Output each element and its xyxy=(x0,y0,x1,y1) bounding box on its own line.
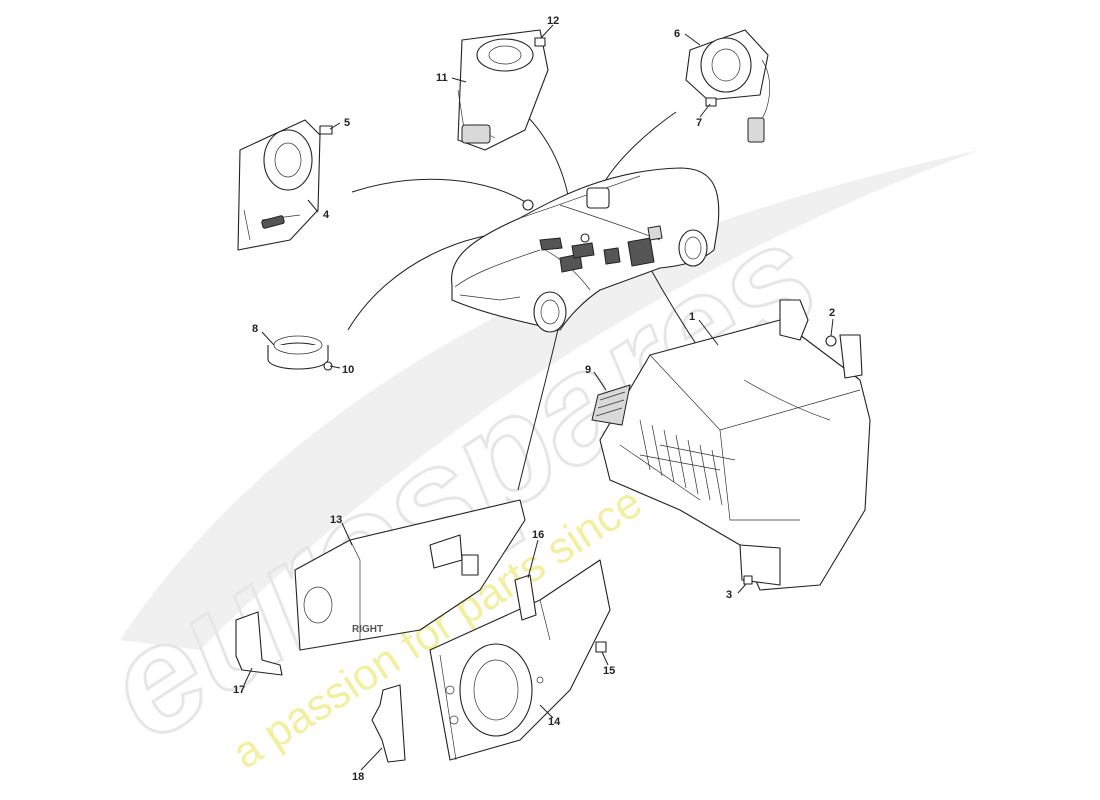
part-18-bracket xyxy=(371,684,406,763)
callout-9: 9 xyxy=(585,364,591,376)
part-13-rear-enclosure: RIGHT xyxy=(294,499,526,651)
part-14-woofer-enclosure xyxy=(429,559,611,761)
part-1-amplifier-housing xyxy=(599,299,871,591)
callout-8: 8 xyxy=(252,323,258,335)
part-3-bolt xyxy=(743,575,753,585)
callout-18: 18 xyxy=(352,771,364,783)
part-16-bracket xyxy=(514,574,537,621)
callout-labels: 1 2 3 4 5 6 7 8 9 10 11 12 13 14 15 16 1… xyxy=(233,15,835,783)
part-5-screw xyxy=(319,125,333,135)
part-6-door-speaker xyxy=(685,29,770,143)
callout-2: 2 xyxy=(829,307,835,319)
amplifier-fins xyxy=(639,419,723,506)
part-2-grommet xyxy=(825,335,837,347)
callout-leaders xyxy=(243,24,834,771)
callout-12: 12 xyxy=(547,15,559,27)
part-4-kick-speaker xyxy=(237,119,321,251)
callout-16: 16 xyxy=(532,529,544,541)
watermark-swoosh xyxy=(120,150,980,650)
callout-1: 1 xyxy=(689,311,695,323)
callout-17: 17 xyxy=(233,684,245,696)
callout-4: 4 xyxy=(323,209,330,221)
callout-7: 7 xyxy=(696,117,702,129)
rear-enclosure-label: RIGHT xyxy=(352,624,383,635)
car-illustration xyxy=(451,167,720,333)
part-17-bracket xyxy=(235,611,283,676)
part-15-screw xyxy=(595,641,607,653)
part-11-speaker-tube xyxy=(457,29,549,151)
callout-11: 11 xyxy=(436,72,448,84)
callout-15: 15 xyxy=(603,665,615,677)
callout-14: 14 xyxy=(548,716,561,728)
part-8-tweeter xyxy=(267,335,329,370)
part-9-mesh xyxy=(591,384,631,426)
part-7-screw xyxy=(705,97,717,107)
callout-6: 6 xyxy=(674,28,680,40)
callout-10: 10 xyxy=(342,364,354,376)
part-12-screw xyxy=(534,37,546,47)
callout-13: 13 xyxy=(330,514,342,526)
callout-3: 3 xyxy=(726,589,732,601)
callout-5: 5 xyxy=(344,117,350,129)
